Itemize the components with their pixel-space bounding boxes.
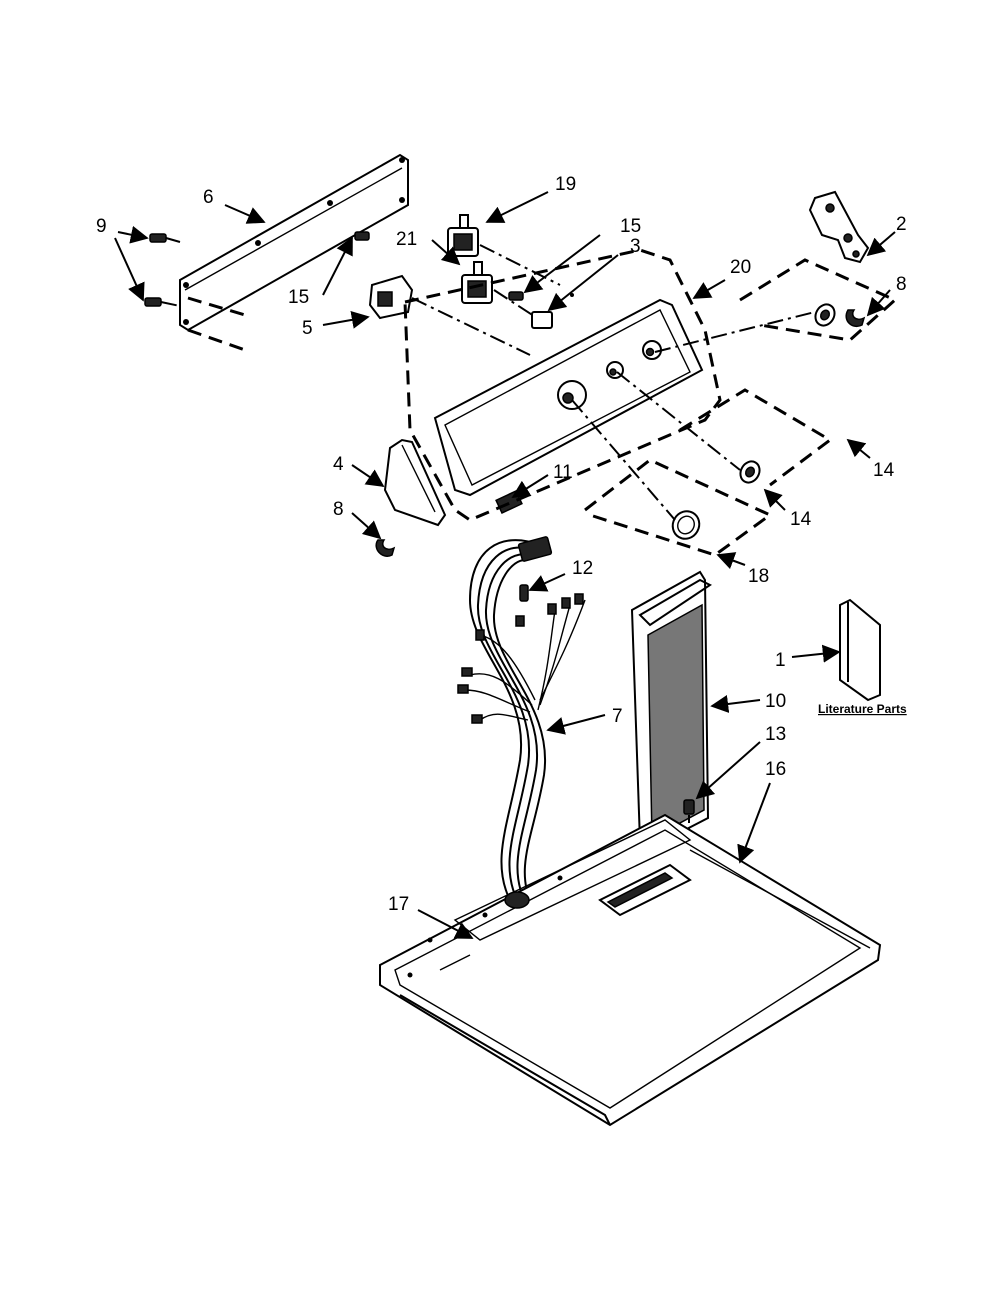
callout-15a: 15 bbox=[288, 287, 309, 308]
callout-20: 20 bbox=[730, 257, 751, 278]
callout-5: 5 bbox=[302, 318, 313, 339]
bracket-part-2 bbox=[808, 190, 870, 264]
clip-part-8b bbox=[845, 309, 866, 327]
callout-19: 19 bbox=[555, 174, 576, 195]
literature-parts-label: Literature Parts bbox=[818, 702, 907, 716]
callout-1: 1 bbox=[775, 650, 786, 671]
switch-part-21 bbox=[461, 261, 493, 304]
callout-13: 13 bbox=[765, 724, 786, 745]
callout-4: 4 bbox=[333, 454, 344, 475]
callout-2: 2 bbox=[896, 214, 907, 235]
screw-part-9 bbox=[144, 233, 181, 307]
callouts: 6 9 19 21 15 5 15 3 20 2 8 4 8 11 14 14 … bbox=[96, 174, 907, 915]
endcap-part-4 bbox=[383, 438, 447, 527]
switch-part-19 bbox=[447, 214, 479, 257]
knob-part-18 bbox=[571, 399, 773, 557]
callout-16: 16 bbox=[765, 759, 786, 780]
timer-part-5 bbox=[354, 231, 531, 356]
callout-8a: 8 bbox=[333, 499, 344, 520]
callout-7: 7 bbox=[612, 706, 623, 727]
callout-21: 21 bbox=[396, 229, 417, 250]
callout-3: 3 bbox=[630, 236, 641, 257]
callout-14a: 14 bbox=[873, 460, 895, 481]
callout-10: 10 bbox=[765, 691, 786, 712]
knob-part-14b bbox=[616, 371, 833, 487]
leader-lines bbox=[114, 191, 896, 939]
callout-11: 11 bbox=[553, 462, 573, 483]
clip-part-8a bbox=[375, 539, 396, 557]
switch-part-3 bbox=[508, 291, 553, 329]
knob-part-14a bbox=[654, 258, 898, 353]
callout-9: 9 bbox=[96, 216, 107, 237]
screw-part-12 bbox=[519, 584, 529, 602]
literature-part-1 bbox=[839, 598, 881, 702]
top-panel-part-16-17 bbox=[379, 813, 882, 1127]
callout-6: 6 bbox=[203, 187, 214, 208]
callout-14b: 14 bbox=[790, 509, 812, 530]
bracket-part-6 bbox=[179, 153, 409, 352]
callout-15b: 15 bbox=[620, 216, 641, 237]
callout-17: 17 bbox=[388, 894, 409, 915]
callout-12: 12 bbox=[572, 558, 593, 579]
callout-8b: 8 bbox=[896, 274, 907, 295]
callout-18: 18 bbox=[748, 566, 769, 587]
lint-filter-part-10 bbox=[630, 570, 712, 885]
wire-harness-part-7 bbox=[457, 536, 586, 907]
screw-part-13 bbox=[683, 799, 695, 845]
